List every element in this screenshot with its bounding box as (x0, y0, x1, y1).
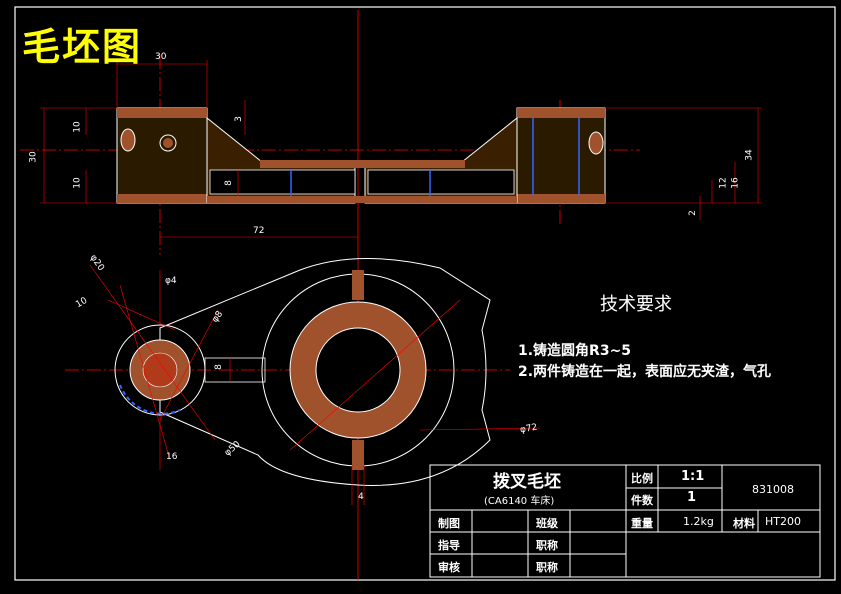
reviewer-label: 审核 (438, 561, 460, 574)
dim-8: 8 (223, 180, 234, 186)
drawn-by-label: 制图 (438, 517, 460, 530)
count-label: 件数 (631, 494, 653, 507)
dim-30-left: 30 (28, 151, 39, 163)
count-value: 1 (687, 490, 697, 505)
drawing-border (14, 6, 836, 581)
ratio-label: 比例 (631, 472, 653, 485)
left-boss (116, 107, 208, 204)
fork-outline (159, 257, 491, 486)
top-view (65, 257, 541, 505)
dim-30-top: 30 (155, 52, 167, 62)
dim-16: 16 (730, 177, 741, 189)
machine-label: (CA6140 车床) (484, 496, 555, 507)
material-value: HT200 (765, 515, 801, 528)
dim-16-b: 16 (166, 452, 178, 462)
dim-2: 2 (687, 210, 698, 216)
front-view (20, 10, 762, 580)
dim-4: 4 (358, 492, 364, 502)
material-label: 材料 (733, 517, 755, 530)
title-label-1: 职称 (536, 539, 558, 552)
dim-phi4: φ4 (165, 276, 177, 286)
drawing-number: 831008 (752, 483, 794, 496)
dim-10-a: 10 (72, 121, 83, 133)
class-label: 班级 (536, 517, 558, 530)
dim-72: 72 (253, 226, 265, 236)
dim-3: 3 (233, 116, 244, 122)
dim-34: 34 (744, 149, 755, 161)
tech-requirement-2: 2.两件铸造在一起，表面应无夹渣，气孔 (518, 364, 772, 380)
part-name: 拨叉毛坯 (493, 472, 561, 492)
instructor-label: 指导 (438, 539, 460, 552)
dim-12: 12 (718, 177, 729, 189)
dim-8-b: 8 (213, 364, 224, 370)
tech-requirements-title: 技术要求 (600, 294, 672, 315)
page-heading: 毛坯图 (22, 25, 143, 69)
tech-requirement-1: 1.铸造圆角R3~5 (518, 343, 632, 359)
ratio-value: 1:1 (681, 469, 705, 484)
title-block (429, 464, 821, 578)
right-boss (516, 107, 606, 204)
dim-10-b: 10 (72, 177, 83, 189)
title-label-2: 职称 (536, 561, 558, 574)
weight-label: 重量 (631, 517, 653, 530)
weight-value: 1.2kg (683, 515, 714, 528)
